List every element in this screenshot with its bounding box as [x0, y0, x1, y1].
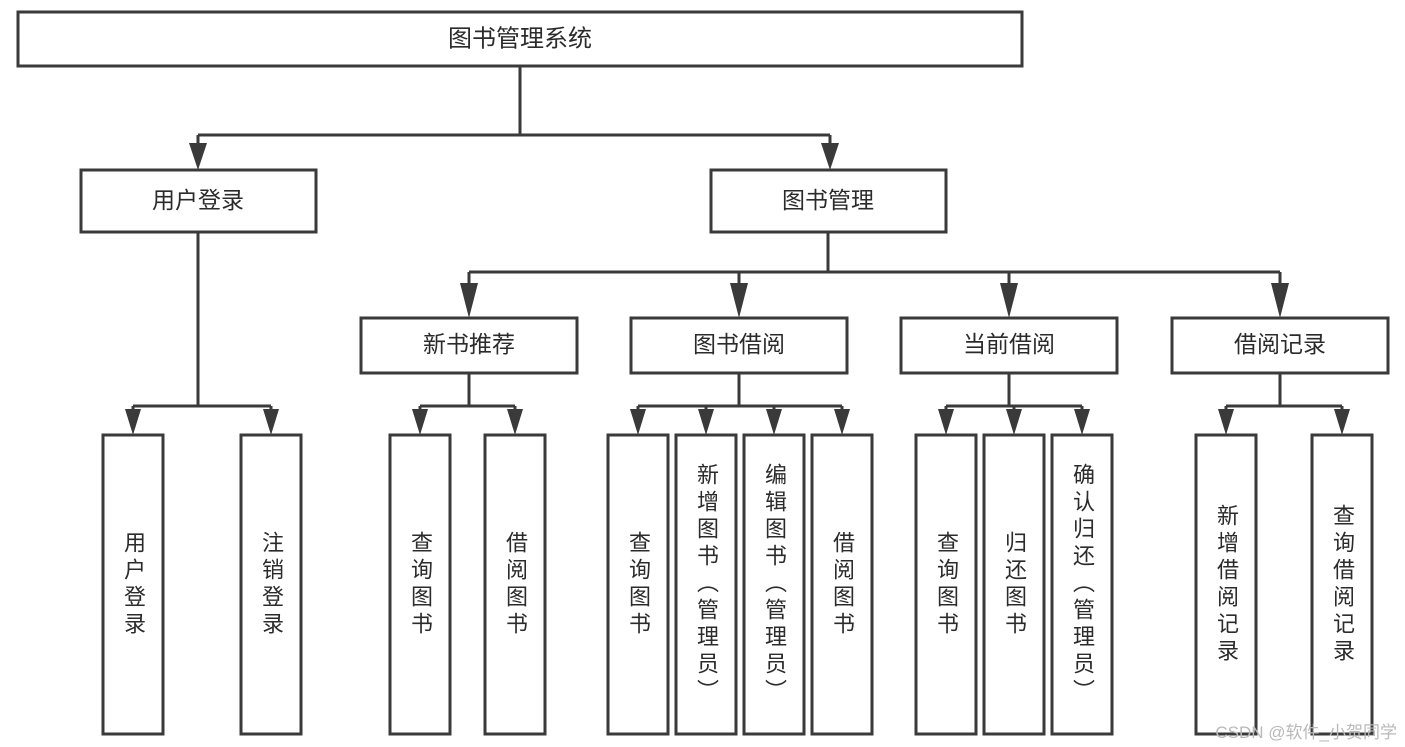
- node-borrow-record-label: 借阅记录: [1234, 331, 1326, 357]
- connectors-root-to-level2: [189, 66, 839, 170]
- node-leaf-user-login-box[interactable]: [101, 433, 165, 736]
- arrow-head-new-book-recommend: [460, 283, 478, 318]
- node-book-manage-label: 图书管理: [782, 187, 874, 213]
- arrow-head-leaf-query-book-2: [630, 409, 646, 435]
- connectors-user-login-to-leaves: [125, 232, 279, 435]
- node-root[interactable]: 图书管理系统: [16, 10, 1024, 68]
- arrow-head-book-borrow: [730, 283, 748, 318]
- connectors-book-borrow-to-leaves: [630, 373, 850, 435]
- arrow-head-leaf-query-book-3: [938, 409, 954, 435]
- arrow-head-user-login: [189, 143, 207, 170]
- connectors-book-manage-to-level3: [460, 232, 1289, 318]
- node-leaf-edit-book-box[interactable]: [742, 433, 806, 736]
- node-user-login-label: 用户登录: [152, 187, 244, 213]
- arrow-head-leaf-confirm-return: [1074, 409, 1090, 435]
- node-new-book-recommend-label: 新书推荐: [423, 331, 515, 357]
- leaf-boxes: [101, 433, 1374, 736]
- arrow-head-leaf-borrow-book-2: [834, 409, 850, 435]
- arrow-head-leaf-return-book: [1006, 409, 1022, 435]
- connectors-current-borrow-to-leaves: [938, 373, 1090, 435]
- node-new-book-recommend-box[interactable]: [359, 316, 579, 375]
- node-current-borrow-box[interactable]: [899, 316, 1119, 375]
- csdn-watermark: CSDN @软件_小贺同学: [1215, 723, 1397, 742]
- node-leaf-add-record-box[interactable]: [1194, 433, 1258, 736]
- node-borrow-record[interactable]: 借阅记录: [1170, 316, 1390, 375]
- node-leaf-query-book-2-box[interactable]: [606, 433, 670, 736]
- node-leaf-borrow-book-2-box[interactable]: [810, 433, 874, 736]
- node-leaf-borrow-book-1-box[interactable]: [483, 433, 547, 736]
- node-leaf-confirm-return-box[interactable]: [1050, 433, 1114, 736]
- node-borrow-record-box[interactable]: [1170, 316, 1390, 375]
- node-new-book-recommend[interactable]: 新书推荐: [359, 316, 579, 375]
- arrow-head-leaf-query-record: [1334, 409, 1350, 435]
- connectors-new-book-recommend-to-leaves: [412, 373, 523, 435]
- node-leaf-query-book-1-box[interactable]: [388, 433, 452, 736]
- node-root-box[interactable]: [16, 10, 1024, 68]
- connectors-borrow-record-to-leaves: [1218, 373, 1350, 435]
- arrow-head-current-borrow: [1000, 283, 1018, 318]
- node-book-manage-box[interactable]: [709, 168, 948, 234]
- arrow-head-borrow-record: [1271, 283, 1289, 318]
- node-leaf-query-record-box[interactable]: [1310, 433, 1374, 736]
- node-book-borrow-box[interactable]: [629, 316, 849, 375]
- arrow-head-leaf-logout-login: [263, 409, 279, 435]
- arrow-head-leaf-user-login: [125, 409, 141, 435]
- node-leaf-query-book-3-box[interactable]: [914, 433, 978, 736]
- arrow-head-leaf-add-book: [698, 409, 714, 435]
- arrow-head-leaf-add-record: [1218, 409, 1234, 435]
- node-book-borrow-label: 图书借阅: [693, 331, 785, 357]
- node-leaf-add-book-box[interactable]: [674, 433, 738, 736]
- arrow-head-leaf-edit-book: [766, 409, 782, 435]
- node-current-borrow[interactable]: 当前借阅: [899, 316, 1119, 375]
- node-root-label: 图书管理系统: [448, 25, 592, 52]
- node-leaf-logout-login-box[interactable]: [239, 433, 303, 736]
- node-current-borrow-label: 当前借阅: [963, 331, 1055, 357]
- node-book-borrow[interactable]: 图书借阅: [629, 316, 849, 375]
- arrow-head-leaf-borrow-book-1: [507, 409, 523, 435]
- arrow-head-leaf-query-book-1: [412, 409, 428, 435]
- node-leaf-return-book-box[interactable]: [982, 433, 1046, 736]
- node-user-login-box[interactable]: [79, 168, 318, 234]
- node-book-manage[interactable]: 图书管理: [709, 168, 948, 234]
- arrow-head-book-manage: [821, 143, 839, 170]
- node-user-login[interactable]: 用户登录: [79, 168, 318, 234]
